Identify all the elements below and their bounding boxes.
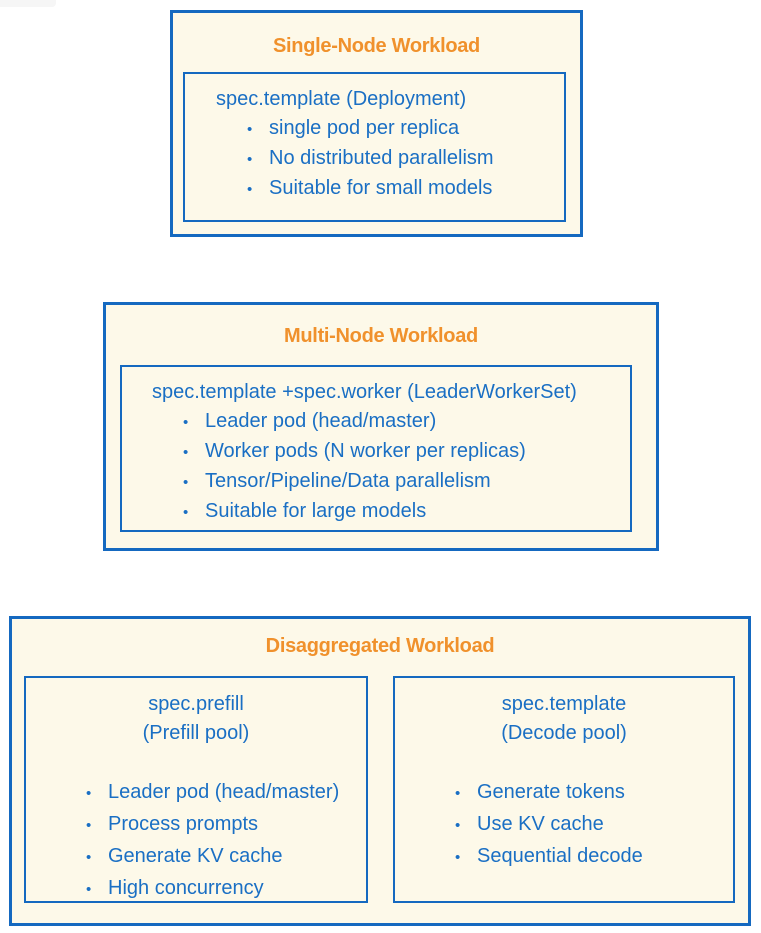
bullet-icon: • xyxy=(455,849,461,866)
bullet-text: No distributed parallelism xyxy=(269,147,494,169)
list-item: • Process prompts xyxy=(26,809,366,841)
bullet-text: Leader pod (head/master) xyxy=(108,781,340,803)
list-item: • Leader pod (head/master) xyxy=(122,407,630,437)
list-item: • Leader pod (head/master) xyxy=(26,777,366,809)
decode-bullet-list: • Generate tokens • Use KV cache • Sequenti… xyxy=(395,777,733,873)
bullet-text: Generate tokens xyxy=(477,781,625,803)
bullet-icon: • xyxy=(455,817,461,834)
bullet-text: Suitable for large models xyxy=(205,500,427,522)
multi-node-bullet-list: • Leader pod (head/master) • Worker pods (… xyxy=(122,407,630,527)
bullet-icon: • xyxy=(183,414,189,431)
prefill-card-subheading: (Prefill pool) xyxy=(142,722,250,744)
list-item: • No distributed parallelism xyxy=(185,144,564,174)
bullet-icon: • xyxy=(247,121,253,138)
bullet-icon: • xyxy=(183,444,189,461)
multi-node-workload-panel: Multi-Node Workload spec.template +spec.… xyxy=(103,302,659,551)
bullet-text: single pod per replica xyxy=(269,117,460,139)
list-item: • Suitable for large models xyxy=(122,497,630,527)
list-item: • High concurrency xyxy=(26,873,366,905)
bullet-text: Generate KV cache xyxy=(108,845,283,867)
list-item: • Suitable for small models xyxy=(185,174,564,204)
disaggregated-panel-title: Disaggregated Workload xyxy=(265,635,495,657)
bullet-text: Leader pod (head/master) xyxy=(205,410,437,432)
bullet-icon: • xyxy=(247,181,253,198)
list-item: • single pod per replica xyxy=(185,114,564,144)
list-item: • Use KV cache xyxy=(395,809,733,841)
single-node-panel-title: Single-Node Workload xyxy=(273,35,480,57)
bullet-text: Suitable for small models xyxy=(269,177,493,199)
bullet-text: High concurrency xyxy=(108,877,264,899)
single-node-card-heading: spec.template (Deployment) xyxy=(216,88,467,110)
decode-card-heading: spec.template xyxy=(501,693,627,715)
bullet-icon: • xyxy=(183,474,189,491)
prefill-card-heading: spec.prefill xyxy=(148,693,244,715)
prefill-bullet-list: • Leader pod (head/master) • Process promp… xyxy=(26,777,366,905)
list-item: • Sequential decode xyxy=(395,841,733,873)
bullet-icon: • xyxy=(455,785,461,802)
bullet-icon: • xyxy=(86,849,92,866)
single-node-card: spec.template (Deployment) • single pod p… xyxy=(183,72,566,222)
bullet-icon: • xyxy=(247,151,253,168)
prefill-pool-card: spec.prefill (Prefill pool) • Leader pod … xyxy=(24,676,368,903)
bullet-text: Process prompts xyxy=(108,813,259,835)
bullet-text: Tensor/Pipeline/Data parallelism xyxy=(205,470,491,492)
bullet-icon: • xyxy=(86,785,92,802)
bullet-text: Worker pods (N worker per replicas) xyxy=(205,440,526,462)
bullet-icon: • xyxy=(86,817,92,834)
decode-card-subheading: (Decode pool) xyxy=(501,722,627,744)
bullet-text: Sequential decode xyxy=(477,845,643,867)
bullet-text: Use KV cache xyxy=(477,813,604,835)
list-item: • Worker pods (N worker per replicas) xyxy=(122,437,630,467)
single-node-workload-panel: Single-Node Workload spec.template (Depl… xyxy=(170,10,583,237)
decode-pool-card: spec.template (Decode pool) • Generate to… xyxy=(393,676,735,903)
disaggregated-workload-panel: Disaggregated Workload spec.prefill (Pre… xyxy=(9,616,751,926)
multi-node-card-heading: spec.template +spec.worker (LeaderWorker… xyxy=(152,381,577,403)
multi-node-card: spec.template +spec.worker (LeaderWorker… xyxy=(120,365,632,532)
list-item: • Tensor/Pipeline/Data parallelism xyxy=(122,467,630,497)
list-item: • Generate tokens xyxy=(395,777,733,809)
list-item: • Generate KV cache xyxy=(26,841,366,873)
bullet-icon: • xyxy=(86,881,92,898)
bullet-icon: • xyxy=(183,504,189,521)
single-node-bullet-list: • single pod per replica • No distributed … xyxy=(185,114,564,204)
multi-node-panel-title: Multi-Node Workload xyxy=(284,325,478,347)
corner-artifact xyxy=(0,0,56,7)
